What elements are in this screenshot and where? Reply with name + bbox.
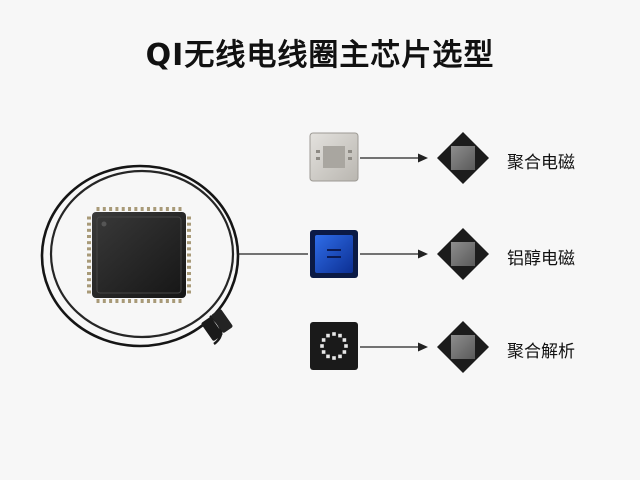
row-2-source-chip	[310, 230, 358, 278]
row-3-arrow	[360, 342, 428, 352]
wireless-coil	[40, 164, 240, 348]
row-3-label: 聚合解析	[507, 342, 575, 362]
row-3-source-chip	[310, 322, 358, 370]
row-3-target-chip	[437, 321, 489, 373]
row-2-label: 铝醇电磁	[507, 249, 575, 269]
row-2-arrow	[360, 249, 428, 259]
row-1-label: 聚合电磁	[507, 153, 575, 173]
row-1-arrow	[360, 153, 428, 163]
main-controller-chip	[87, 207, 191, 303]
page-title: QI无线电线圈主芯片选型	[145, 38, 495, 73]
row-2-target-chip	[437, 228, 489, 280]
row-1-target-chip	[437, 132, 489, 184]
row-1-source-chip	[309, 132, 359, 182]
